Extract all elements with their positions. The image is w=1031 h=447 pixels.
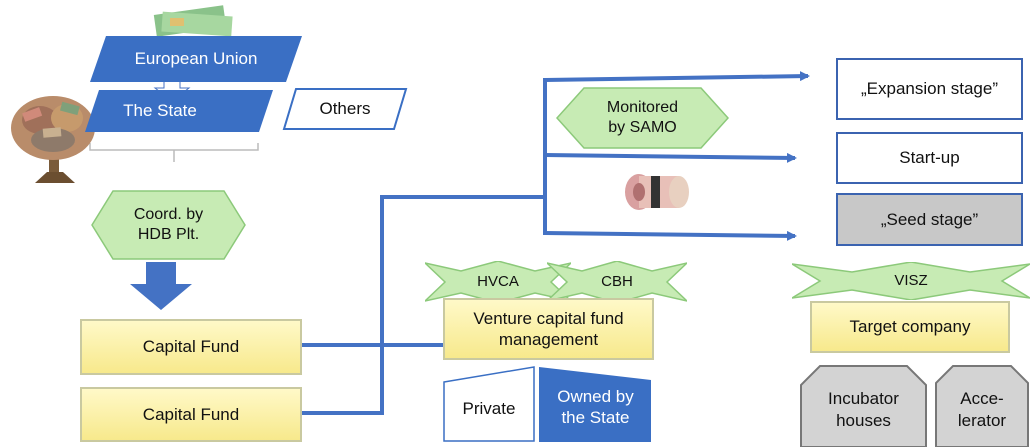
arrow-to-seed: [544, 230, 797, 241]
capital-fund-label-2: Capital Fund: [142, 404, 240, 424]
state-bracket: [89, 143, 259, 162]
incubator-houses-node: [800, 365, 927, 447]
venture-capital-fund-management-node: Venture capital fund management: [443, 298, 654, 360]
arrow-to-expansion: [544, 71, 810, 82]
others-label: Others: [319, 99, 371, 119]
cbh-label: CBH: [601, 272, 633, 290]
money-tree-image: [11, 96, 95, 183]
venture-capital-fund-management-label: Venture capital fund management: [473, 308, 624, 349]
seed-stage-node: „Seed stage”: [836, 193, 1023, 246]
accelerator-label: Acce- lerator: [957, 389, 1007, 430]
capital-fund-node-2: Capital Fund: [80, 387, 302, 442]
accelerator-node: [935, 365, 1029, 447]
capital-fund-node-1: Capital Fund: [80, 319, 302, 375]
fund2-to-trunk-line: [302, 195, 545, 415]
expansion-stage-label: „Expansion stage”: [860, 79, 999, 99]
arrow-to-startup: [544, 152, 797, 163]
monitored-samo-node: [556, 87, 729, 149]
visz-node: [792, 262, 1030, 300]
private-node: [443, 366, 535, 442]
european-union-label: European Union: [134, 49, 258, 69]
the-state-label: The State: [123, 101, 197, 121]
hvca-node: [425, 261, 571, 303]
target-company-node: Target company: [810, 301, 1010, 353]
startup-node: Start-up: [836, 132, 1023, 184]
target-company-label: Target company: [849, 317, 971, 337]
incubator-houses-label: Incubator houses: [828, 389, 899, 430]
startup-label: Start-up: [899, 148, 960, 168]
seed-stage-label: „Seed stage”: [880, 209, 979, 229]
money-roll-image: [625, 174, 689, 210]
down-arrow: [130, 262, 192, 310]
owned-by-state-node: [539, 367, 651, 442]
coord-hdb-node: [91, 190, 246, 260]
the-state-node: [85, 90, 273, 132]
expansion-stage-node: „Expansion stage”: [836, 58, 1023, 120]
monitored-samo-label: Monitored by SAMO: [606, 99, 679, 136]
cbh-node: [547, 261, 687, 303]
visz-label: VISZ: [894, 271, 928, 289]
coord-hdb-label: Coord. by HDB Plt.: [133, 206, 204, 243]
owned-by-state-label: Owned by the State: [557, 386, 634, 427]
others-node: [282, 88, 408, 130]
banknotes-image: [153, 5, 233, 37]
hvca-label: HVCA: [477, 272, 519, 290]
private-label: Private: [462, 399, 516, 419]
european-union-node: [90, 36, 302, 82]
capital-fund-label-1: Capital Fund: [142, 337, 240, 357]
